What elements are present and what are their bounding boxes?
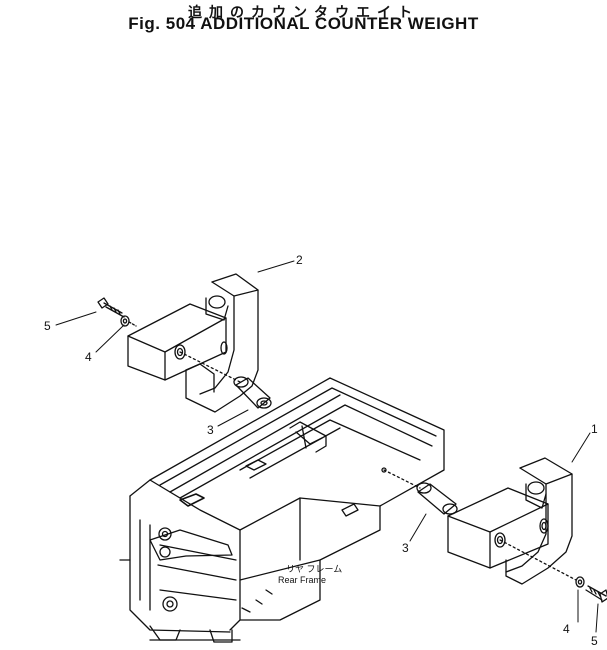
callout-3-upper: 3 [207, 423, 214, 437]
callout-3-lower: 3 [402, 541, 409, 555]
rear-frame [119, 377, 445, 643]
callout-1: 1 [591, 422, 598, 436]
rear-frame-label-jp: リヤ フレーム [286, 564, 342, 574]
counterweight-lower [447, 457, 573, 585]
bushing-upper [179, 351, 272, 409]
bolt-lower [585, 585, 607, 603]
callout-4-upper: 4 [85, 350, 92, 364]
counterweight-upper [127, 273, 259, 413]
bushing-lower [383, 469, 577, 581]
callout-5-upper: 5 [44, 319, 51, 333]
figure-title-japanese: 追加のカウンタウエイト [188, 4, 419, 20]
callout-2: 2 [296, 253, 303, 267]
rear-frame-label: Rear Frame [278, 575, 326, 585]
washer-upper [120, 315, 137, 327]
leader-lines [55, 260, 599, 633]
callout-4-lower: 4 [563, 622, 570, 636]
washer-lower [575, 576, 585, 588]
callout-5-lower: 5 [591, 634, 598, 648]
bolt-upper [97, 297, 125, 318]
figure-title: Fig. 504 ADDITIONAL COUNTER WEIGHT [128, 14, 479, 33]
